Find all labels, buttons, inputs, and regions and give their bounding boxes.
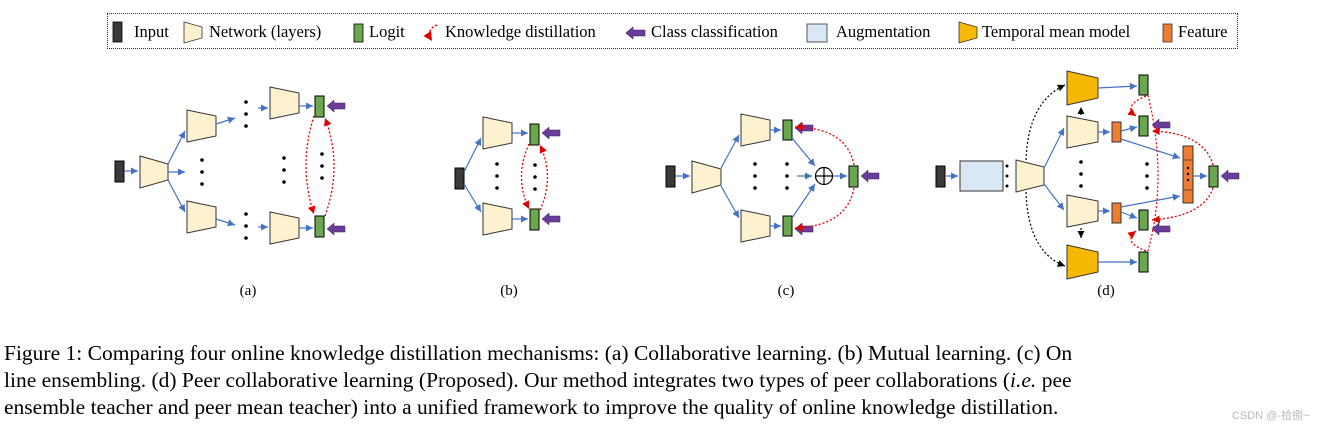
caption-line-2-ie: i.e.: [1010, 368, 1037, 392]
watermark: CSDN @-拾捌~: [1232, 410, 1310, 422]
subfigure-label-b: (b): [500, 283, 518, 299]
figure-diagram: [112, 21, 1240, 280]
caption-line-1: Figure 1: Comparing four online knowledg…: [4, 341, 1073, 365]
panel-b: [454, 116, 561, 236]
augmentation-legend-icon: [806, 23, 828, 43]
legend-label-input: Input: [134, 22, 169, 41]
legend-label-network: Network (layers): [209, 22, 322, 41]
legend-item-class: Class classification: [645, 14, 778, 50]
legend-icons: [112, 21, 1173, 44]
caption-line-2-pre: line ensembling. (d) Peer collaborative …: [4, 368, 1011, 392]
legend: Input Network (layers) Logit Knowledge d…: [107, 13, 1238, 49]
caption-line-3: ensemble teacher and peer mean teacher) …: [4, 395, 1059, 419]
legend-label-class: Class classification: [651, 22, 778, 41]
legend-label-temporal: Temporal mean model: [982, 22, 1131, 41]
caption-line-2: line ensembling. (d) Peer collaborative …: [4, 367, 1340, 394]
logit-legend-icon: [353, 23, 364, 43]
panel-c: [665, 113, 880, 243]
legend-label-logit: Logit: [369, 22, 405, 41]
legend-item-feature: Feature: [1172, 14, 1227, 50]
subfigure-label-a: (a): [239, 283, 257, 299]
panel-d: [935, 70, 1240, 280]
caption-line-2-post: pee: [1036, 368, 1072, 392]
network-legend-icon: [183, 21, 203, 44]
legend-label-kd: Knowledge distillation: [445, 22, 596, 41]
legend-item-kd: Knowledge distillation: [439, 14, 596, 50]
panel-a: [114, 86, 346, 245]
legend-item-network: Network (layers): [203, 14, 321, 50]
feature-legend-icon: [1162, 23, 1173, 43]
legend-item-input: Input: [128, 14, 169, 50]
class-legend-icon: [625, 26, 646, 40]
legend-label-feature: Feature: [1178, 22, 1228, 41]
input-legend-icon: [112, 21, 123, 43]
figure-caption: Figure 1: Comparing four online knowledg…: [4, 340, 1340, 421]
legend-item-temporal: Temporal mean model: [976, 14, 1130, 50]
subfigure-label-d: (d): [1097, 283, 1115, 299]
subfigure-label-c: (c): [777, 283, 795, 299]
legend-item-logit: Logit: [363, 14, 405, 50]
temporal-legend-icon: [958, 21, 978, 44]
kd-legend-icon: [423, 24, 438, 42]
legend-item-augmentation: Augmentation: [830, 14, 930, 50]
legend-label-augmentation: Augmentation: [836, 22, 931, 41]
